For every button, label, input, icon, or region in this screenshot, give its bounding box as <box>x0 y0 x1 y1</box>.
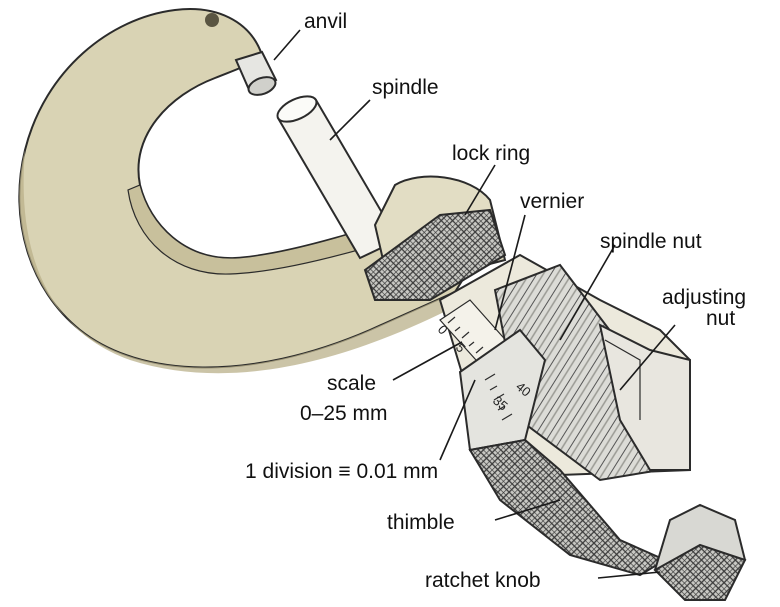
label-scale-range: 0–25 mm <box>300 402 388 425</box>
label-ratchet-knob: ratchet knob <box>425 569 541 592</box>
frame-hole <box>205 13 219 27</box>
ratchet-knob <box>655 505 745 600</box>
leader-ratchet-knob <box>598 572 660 578</box>
label-anvil: anvil <box>304 10 347 33</box>
label-division: 1 division ≡ 0.01 mm <box>245 460 438 483</box>
leader-anvil <box>274 30 300 60</box>
leader-spindle <box>330 100 370 140</box>
label-scale: scale <box>327 372 376 395</box>
anvil <box>236 52 278 98</box>
label-thimble: thimble <box>387 511 455 534</box>
label-adjusting-nut-line2: nut <box>706 307 735 330</box>
leader-scale <box>393 342 462 380</box>
label-adjusting-nut-line1: adjusting <box>662 286 746 309</box>
label-vernier: vernier <box>520 190 584 213</box>
label-spindle-nut: spindle nut <box>600 230 702 253</box>
label-spindle: spindle <box>372 76 439 99</box>
label-lock-ring: lock ring <box>452 142 530 165</box>
